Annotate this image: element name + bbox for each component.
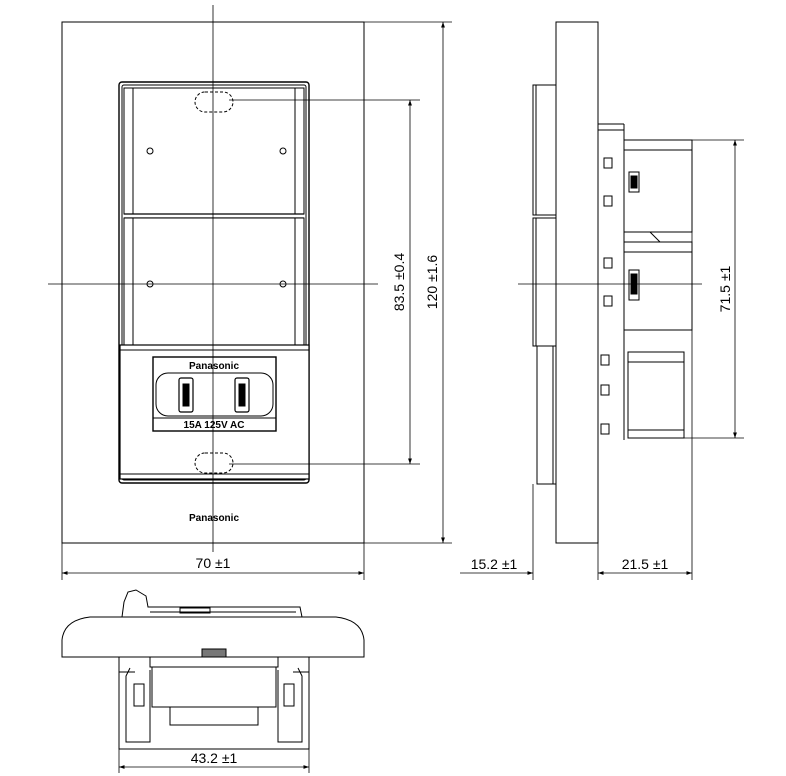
side-view	[518, 21, 702, 544]
dim-front-depth: 15.2 ±1	[471, 556, 518, 572]
plate-brand-label: Panasonic	[189, 513, 239, 524]
bottom-dimension-lines	[118, 749, 310, 773]
top-mounting-hole	[194, 91, 234, 113]
dim-body-width: 43.2 ±1	[191, 750, 238, 766]
bottom-view	[61, 589, 365, 750]
dim-plate-width: 70 ±1	[196, 555, 231, 571]
rear-body-usb	[627, 351, 685, 439]
dim-switch-pitch: 83.5 ±0.4	[391, 253, 407, 311]
usb-port-left	[178, 377, 194, 413]
front-dimension-lines	[61, 21, 452, 580]
dim-rear-depth: 21.5 ±1	[622, 556, 669, 572]
usb-port-right	[234, 377, 250, 413]
usb-outlet-panel	[152, 356, 277, 432]
dim-body-height: 71.5 ±1	[717, 265, 733, 312]
side-plate	[555, 21, 599, 544]
bottom-module-profile	[121, 589, 303, 618]
middle-rocker-switch	[123, 217, 305, 346]
module-brand-label: Panasonic	[189, 361, 239, 372]
bottom-plate-profile	[61, 616, 365, 658]
bottom-mounting-hole	[194, 452, 234, 474]
side-dimension-lines	[460, 139, 744, 580]
top-rocker-switch	[123, 87, 305, 215]
dim-plate-height: 120 ±1.6	[424, 255, 440, 310]
rating-label: 15A 125V AC	[184, 420, 245, 431]
front-view	[48, 5, 378, 552]
